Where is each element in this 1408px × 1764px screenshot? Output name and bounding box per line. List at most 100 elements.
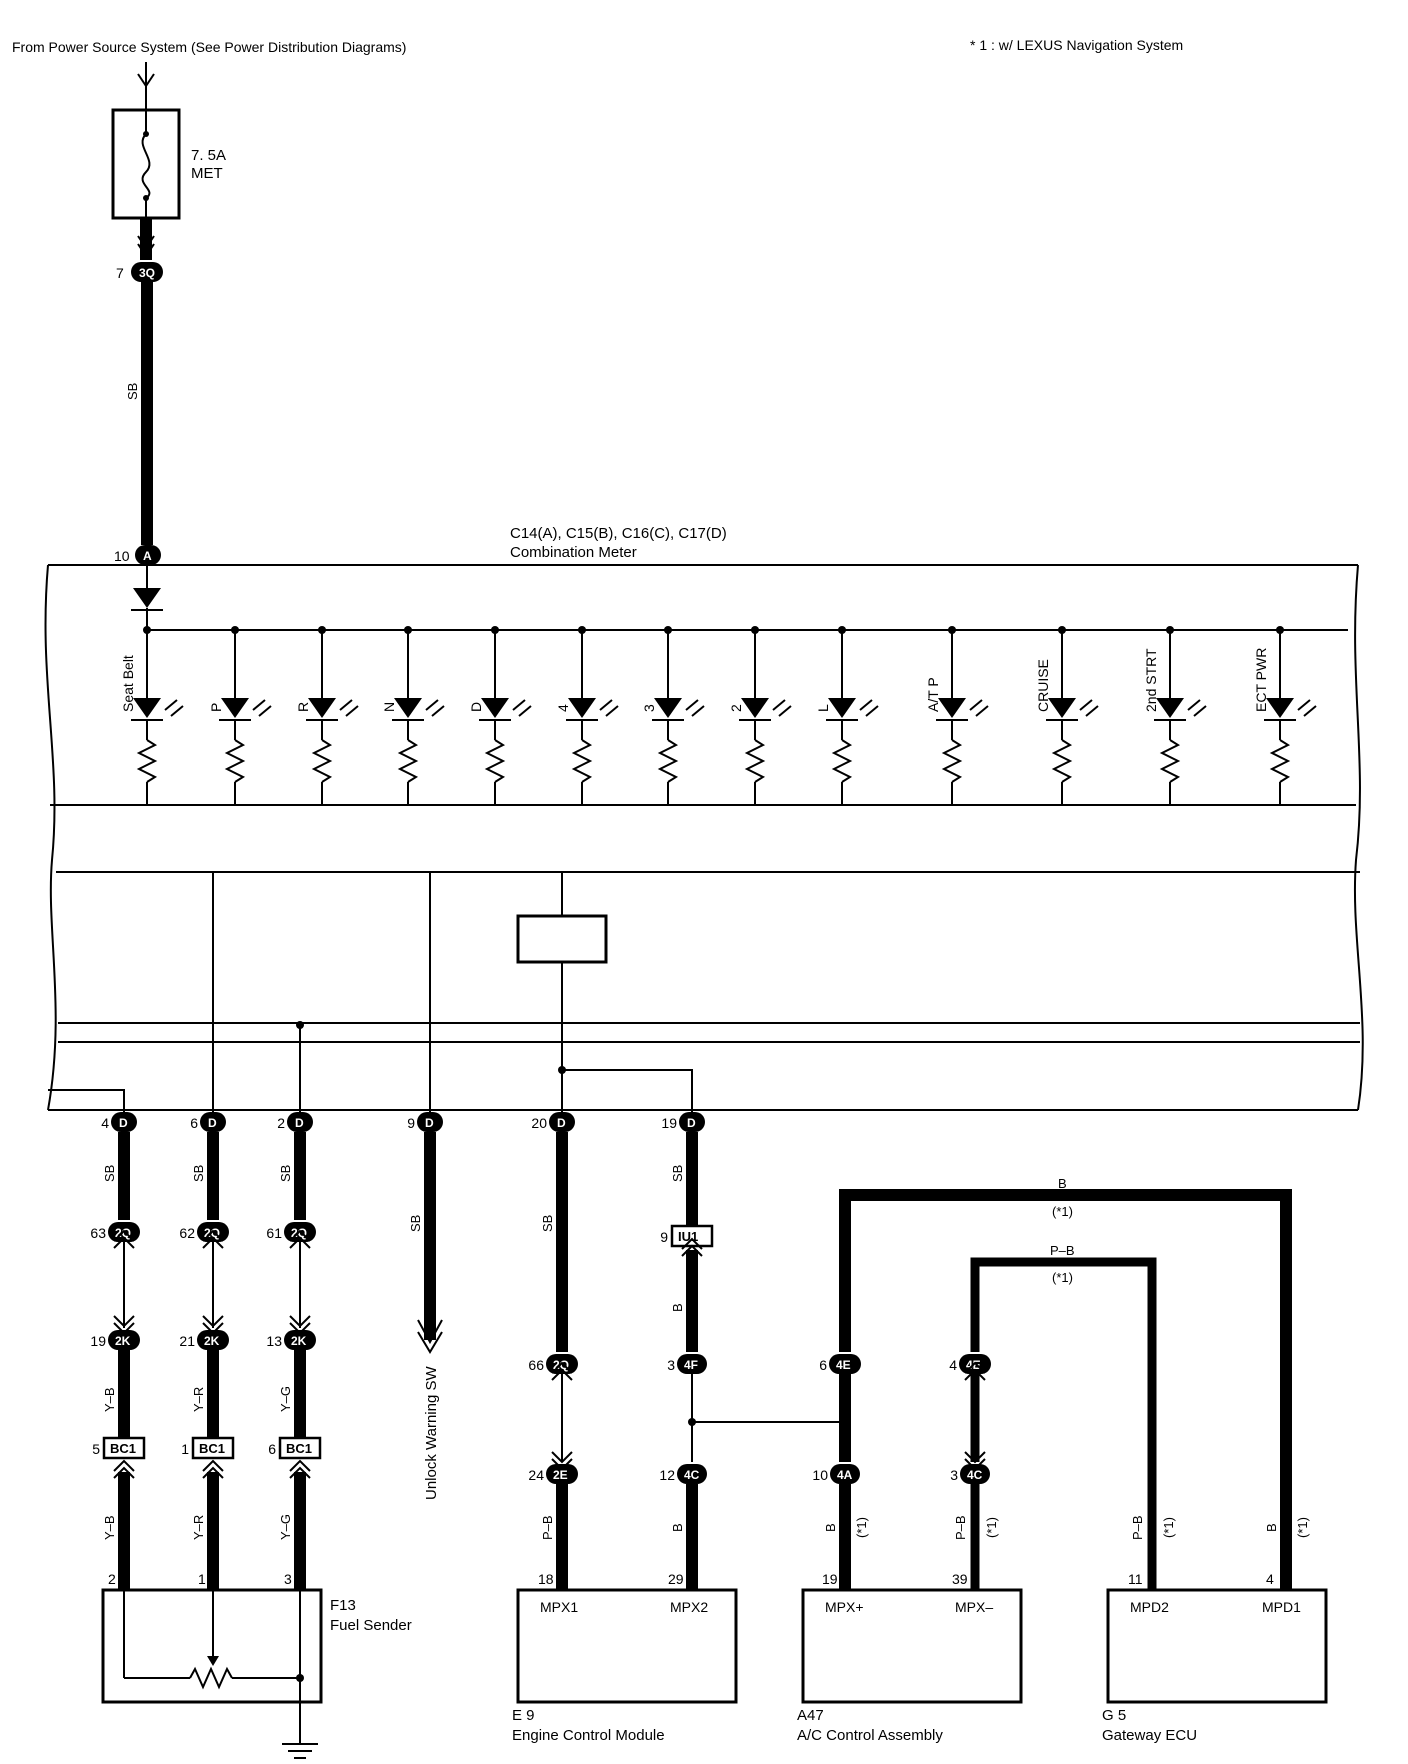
wire-sb-mpx2: SB bbox=[670, 1165, 685, 1182]
connector-d9: D9 bbox=[407, 1112, 443, 1132]
connector-bc6: BC1 6 bbox=[268, 1436, 322, 1460]
wire-pb-ecm: P–B bbox=[540, 1515, 555, 1540]
unlock-warning-label: Unlock Warning SW bbox=[423, 1366, 440, 1500]
indicator-label: 3 bbox=[641, 704, 657, 712]
wire-color-label: Y–B bbox=[102, 1515, 117, 1540]
svg-text:13: 13 bbox=[266, 1333, 282, 1349]
wire-note-gw2: (*1) bbox=[1295, 1517, 1310, 1538]
svg-text:9: 9 bbox=[660, 1229, 668, 1245]
pin-10: 10 bbox=[114, 548, 130, 564]
svg-text:D: D bbox=[208, 1116, 217, 1130]
gw-label-mpd1: MPD1 bbox=[1262, 1599, 1301, 1615]
wire-pb-ac: P–B bbox=[953, 1515, 968, 1540]
connector-d19: D 19 bbox=[661, 1112, 705, 1132]
connector-bc1: BC1 1 bbox=[181, 1436, 235, 1460]
svg-text:D: D bbox=[295, 1116, 304, 1130]
fuel-sender-pin-1: 1 bbox=[198, 1571, 206, 1587]
gw-id: G 5 bbox=[1102, 1707, 1126, 1724]
fuse-symbol bbox=[111, 108, 181, 220]
connector-A: A bbox=[135, 545, 161, 565]
ecm-mpx2-wire bbox=[686, 1132, 849, 1590]
ac-gateway-loop-pb bbox=[970, 1257, 1157, 1590]
svg-text:3Q: 3Q bbox=[139, 266, 155, 280]
footnote-label: * 1 : w/ LEXUS Navigation System bbox=[970, 37, 1183, 53]
wire-color-label: SB bbox=[102, 1165, 117, 1182]
fuse-rating: 7. 5A bbox=[191, 147, 226, 164]
svg-text:1: 1 bbox=[181, 1441, 189, 1457]
gateway-ecu-box bbox=[1106, 1588, 1328, 1704]
ac-pin-19: 19 bbox=[822, 1571, 838, 1587]
indicator-label: P bbox=[208, 703, 224, 712]
svg-text:3: 3 bbox=[667, 1357, 675, 1373]
indicator-label: D bbox=[468, 702, 484, 712]
fuel-sender-pin-3: 3 bbox=[284, 1571, 292, 1587]
wire-sb-ecm: SB bbox=[540, 1215, 555, 1232]
svg-text:4E: 4E bbox=[836, 1358, 851, 1372]
connector-e24: 2E 24 bbox=[528, 1464, 578, 1484]
svg-text:2E: 2E bbox=[553, 1468, 568, 1482]
svg-text:4: 4 bbox=[949, 1357, 957, 1373]
meter-connectors: C14(A), C15(B), C16(C), C17(D) bbox=[510, 525, 727, 542]
ecm-name: Engine Control Module bbox=[512, 1727, 665, 1744]
svg-text:4F: 4F bbox=[684, 1358, 698, 1372]
ac-gateway-loop-b bbox=[839, 1189, 1292, 1590]
svg-text:24: 24 bbox=[528, 1467, 544, 1483]
wire-color-label: Y–R bbox=[191, 1515, 206, 1540]
svg-text:19: 19 bbox=[661, 1115, 677, 1131]
wire-sb-unlock: SB bbox=[408, 1215, 423, 1232]
svg-text:BC1: BC1 bbox=[199, 1441, 225, 1456]
ac-label-mpxp: MPX+ bbox=[825, 1599, 864, 1615]
wire-b-ac: B bbox=[823, 1523, 838, 1532]
svg-text:19: 19 bbox=[90, 1333, 106, 1349]
svg-text:61: 61 bbox=[266, 1225, 282, 1241]
svg-text:62: 62 bbox=[179, 1225, 195, 1241]
indicator-label: 2 bbox=[728, 704, 744, 712]
indicator-lamp: CRUISE bbox=[1035, 626, 1099, 805]
ac-id: A47 bbox=[797, 1707, 824, 1724]
wire-color-label: SB bbox=[278, 1165, 293, 1182]
gw-pin-4: 4 bbox=[1266, 1571, 1274, 1587]
wire-pb-gw: P–B bbox=[1130, 1515, 1145, 1540]
ac-control-box bbox=[801, 1588, 1023, 1704]
meter-internal-lines bbox=[48, 872, 693, 1112]
wire-sb-main: SB bbox=[125, 383, 140, 400]
indicator-lamp: ECT PWR bbox=[1253, 626, 1317, 805]
gw-label-mpd2: MPD2 bbox=[1130, 1599, 1169, 1615]
svg-text:6: 6 bbox=[268, 1441, 276, 1457]
connector-3Q: 3Q bbox=[131, 262, 163, 282]
svg-text:BC1: BC1 bbox=[286, 1441, 312, 1456]
ac-name: A/C Control Assembly bbox=[797, 1727, 943, 1744]
indicator-lamp: R bbox=[295, 626, 359, 805]
combination-meter-box bbox=[44, 564, 1364, 1111]
wire-color-label: SB bbox=[191, 1165, 206, 1182]
svg-text:4C: 4C bbox=[684, 1468, 700, 1482]
svg-text:3: 3 bbox=[950, 1467, 958, 1483]
indicator-label: 2nd STRT bbox=[1143, 648, 1159, 712]
wire-note-ac2: (*1) bbox=[984, 1517, 999, 1538]
ecm-pin-18: 18 bbox=[538, 1571, 554, 1587]
wire-color-label: Y–B bbox=[102, 1387, 117, 1412]
connector-c3: 4C3 bbox=[950, 1464, 990, 1484]
svg-text:D: D bbox=[687, 1116, 696, 1130]
power-input-arrow bbox=[137, 62, 155, 110]
wire-color-label: Y–G bbox=[278, 1386, 293, 1412]
connector-d6: D6 bbox=[190, 1112, 226, 1132]
ecm-label-mpx1: MPX1 bbox=[540, 1599, 578, 1615]
indicator-lamp: A/T P bbox=[925, 626, 989, 805]
wire-note-loop-b: (*1) bbox=[1052, 1204, 1073, 1219]
svg-text:A: A bbox=[143, 549, 152, 563]
wire-b-mpx2b: B bbox=[670, 1523, 685, 1532]
fuse-name: MET bbox=[191, 165, 223, 182]
indicator-lamp: L bbox=[815, 626, 879, 805]
svg-text:D: D bbox=[557, 1116, 566, 1130]
svg-text:2K: 2K bbox=[204, 1334, 220, 1348]
connector-d2: D2 bbox=[277, 1112, 313, 1132]
meter-input-diode bbox=[131, 565, 163, 630]
svg-text:D: D bbox=[119, 1116, 128, 1130]
indicator-lamp: P bbox=[208, 626, 272, 805]
